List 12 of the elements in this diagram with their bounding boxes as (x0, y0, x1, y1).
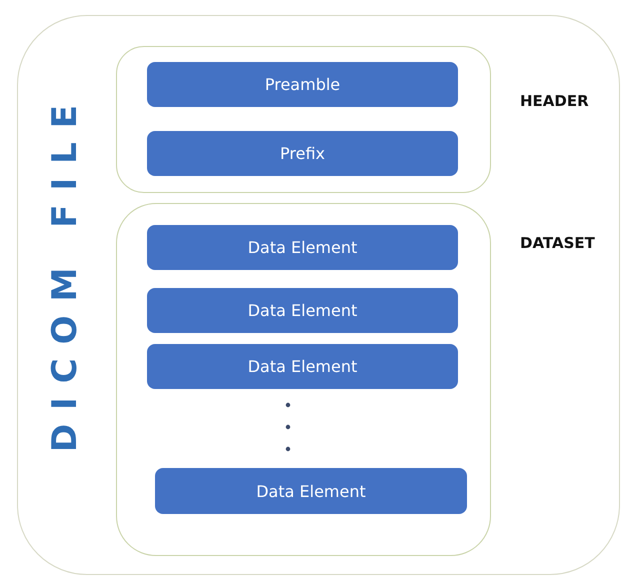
element-bar: Data Element (147, 288, 458, 333)
element-bar: Prefix (147, 131, 458, 176)
element-bar: Data Element (155, 468, 467, 514)
section-label: HEADER (520, 92, 589, 110)
file-container (17, 15, 620, 575)
element-bar: Data Element (147, 225, 458, 270)
section-box (116, 46, 491, 193)
section-label: DATASET (520, 234, 595, 252)
element-bar: Data Element (147, 344, 458, 389)
section-box (116, 203, 491, 556)
vertical-title: DICOM FILE (48, 91, 82, 452)
element-bar: Preamble (147, 62, 458, 107)
